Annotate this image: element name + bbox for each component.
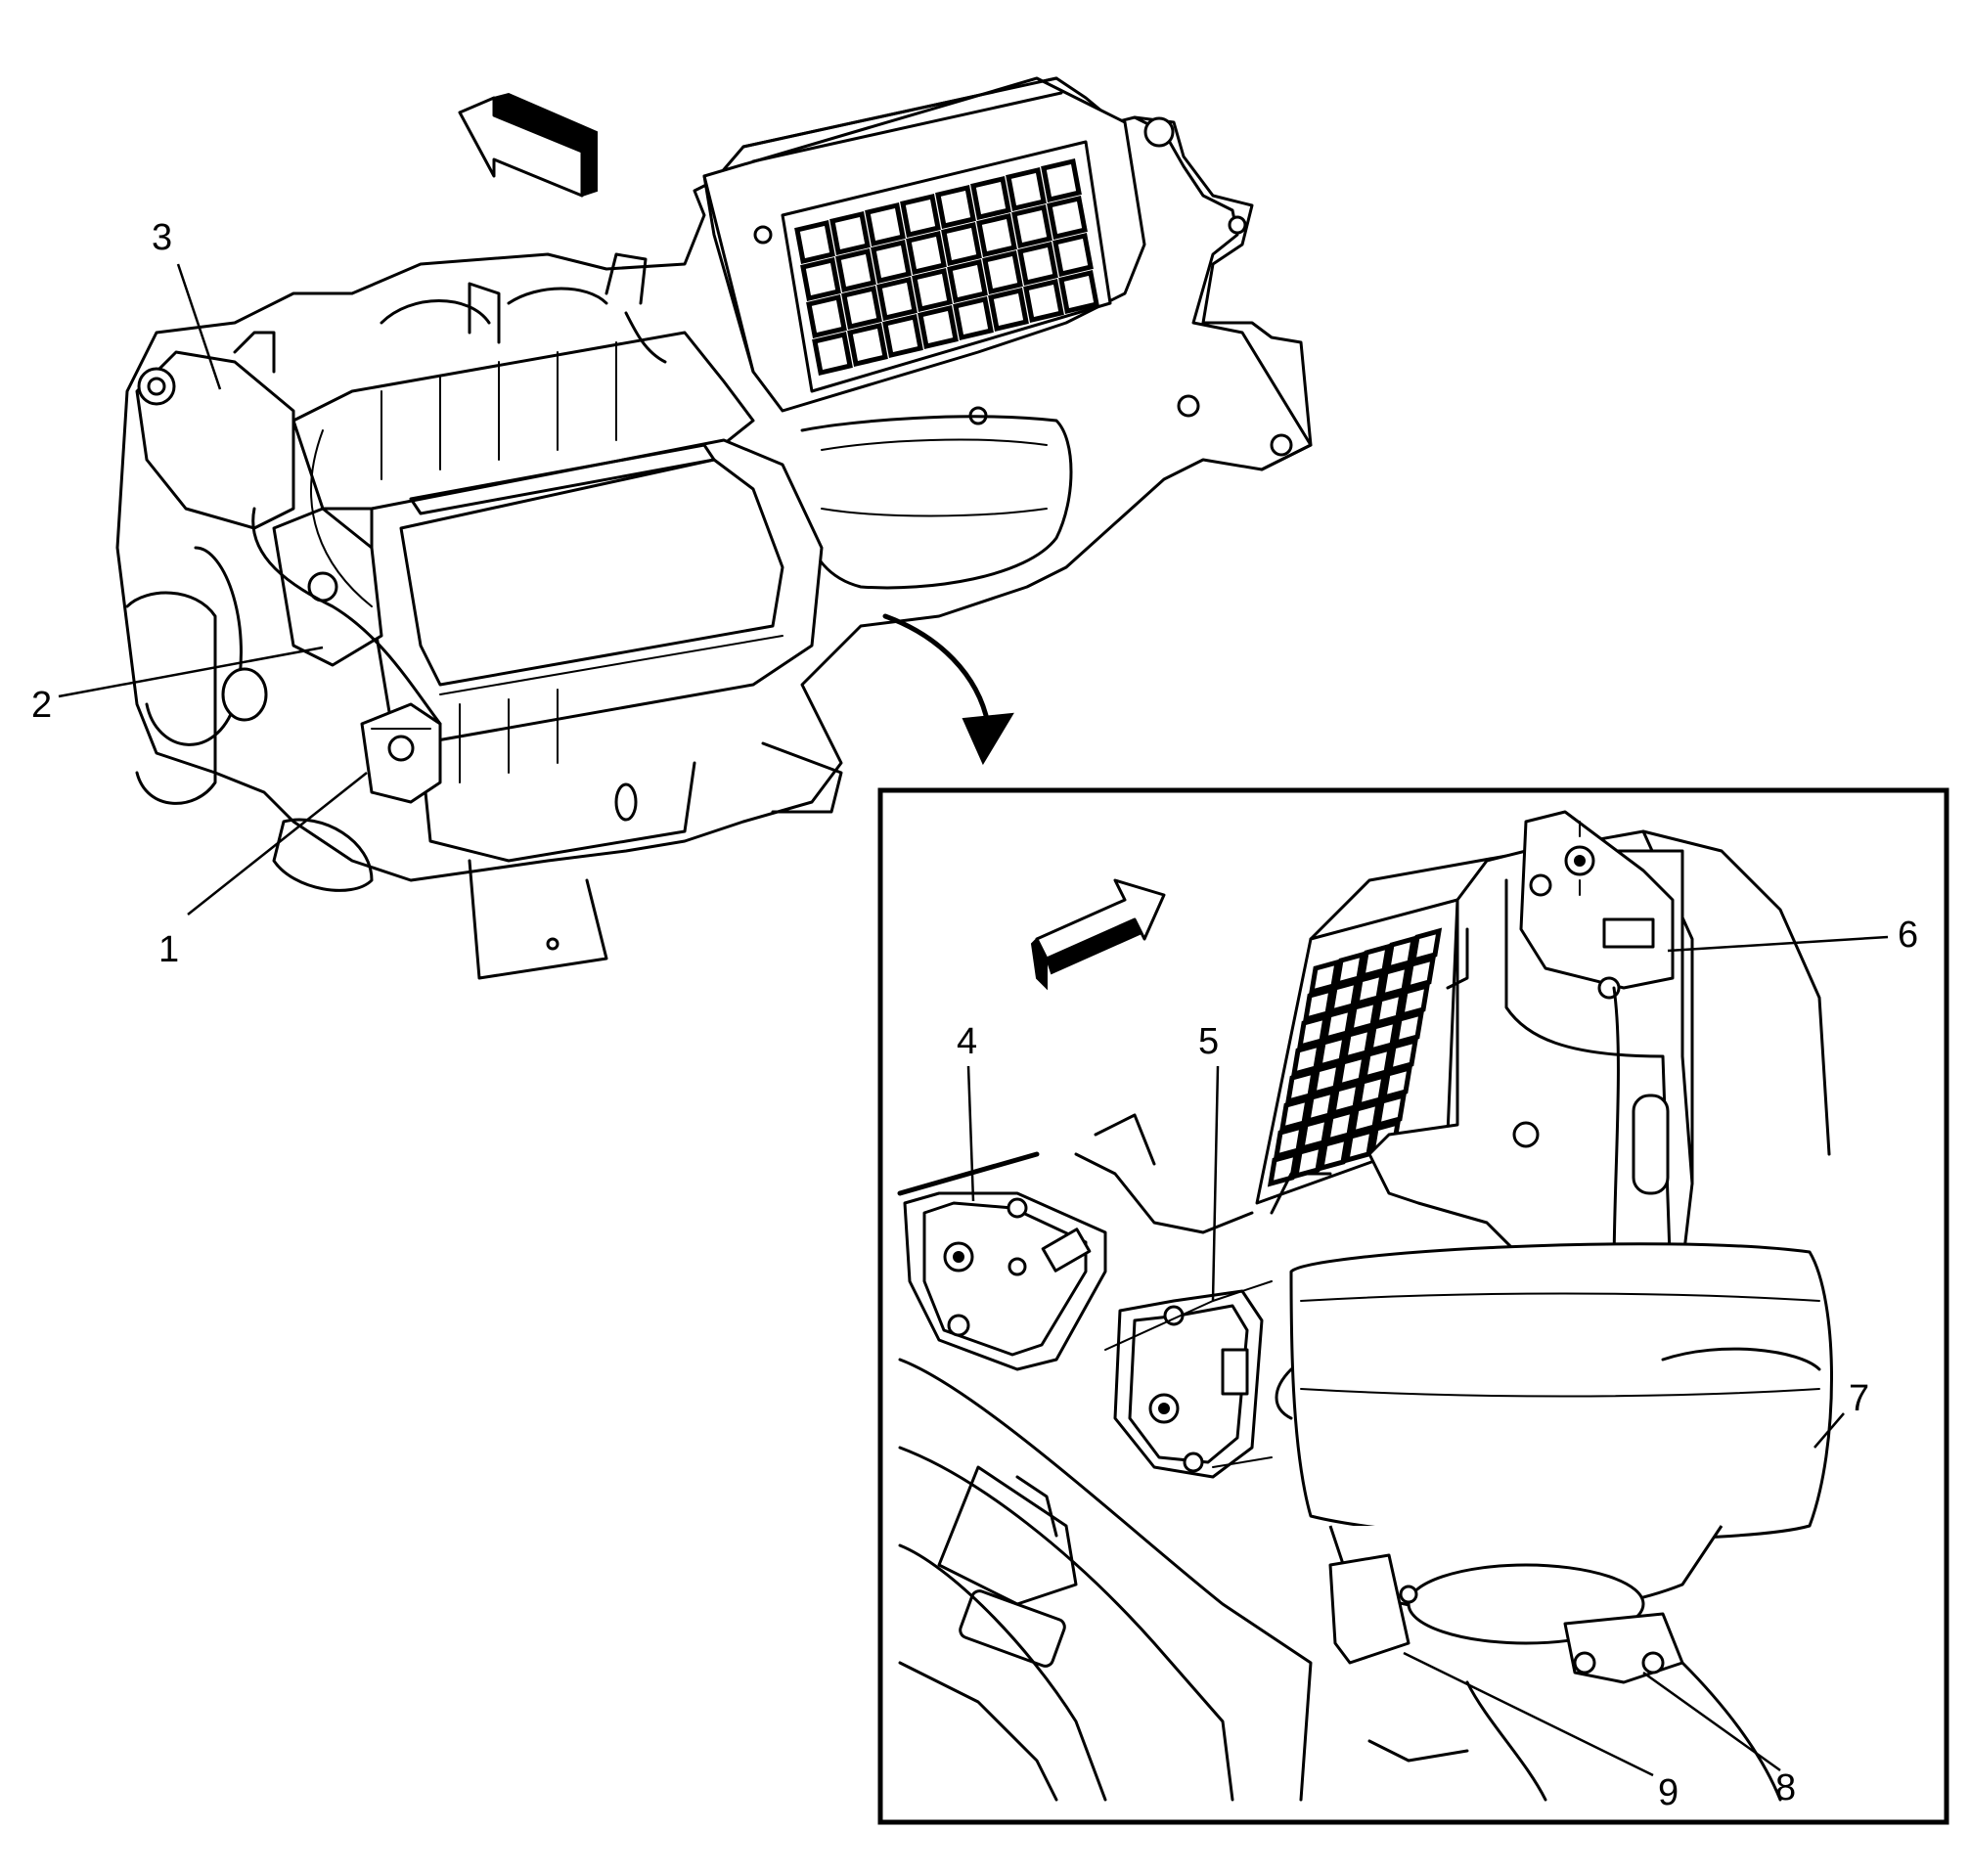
grille-cell bbox=[865, 201, 906, 247]
grille-cell bbox=[912, 267, 953, 313]
grille-cell bbox=[988, 287, 1029, 333]
grille-cell bbox=[953, 295, 994, 341]
actuator-6-part bbox=[1519, 810, 1675, 1352]
grille-cell bbox=[1058, 269, 1099, 315]
callout-7: 7 bbox=[1849, 1378, 1869, 1419]
grille-cell bbox=[906, 230, 947, 276]
grille-cell bbox=[835, 247, 876, 293]
callout-labels: 1 2 3 4 5 6 7 8 9 bbox=[31, 217, 1918, 1813]
callout-curved-arrow bbox=[882, 613, 1014, 766]
grille-cell bbox=[871, 239, 912, 285]
grille-cell bbox=[1052, 232, 1094, 278]
grille-cell bbox=[876, 276, 918, 322]
callout-2: 2 bbox=[31, 685, 52, 726]
grille-cell bbox=[941, 221, 982, 267]
grille-cell bbox=[1267, 1150, 1300, 1187]
front-module-box bbox=[370, 438, 824, 863]
grille-cell bbox=[1404, 955, 1437, 992]
actuator-5-part bbox=[1104, 1280, 1273, 1479]
grille-cell bbox=[947, 258, 988, 304]
callout-leaders bbox=[58, 263, 1889, 1777]
grille-cell bbox=[1006, 166, 1047, 212]
grille-cell bbox=[1374, 1092, 1408, 1129]
grille-cell bbox=[800, 256, 841, 302]
direction-arrow-inset bbox=[1030, 878, 1166, 991]
grille-cell bbox=[1398, 982, 1431, 1019]
grille-cell bbox=[1318, 1135, 1351, 1172]
grille-cell bbox=[1011, 203, 1052, 249]
grille-cell bbox=[1410, 927, 1443, 964]
grille-cell bbox=[841, 285, 882, 331]
actuator-2-part bbox=[251, 507, 442, 726]
actuator-4-part bbox=[897, 1151, 1107, 1371]
grille-cell bbox=[1392, 1009, 1425, 1047]
actuator-1-part bbox=[360, 702, 442, 804]
hvac-module-assembly bbox=[115, 76, 1313, 980]
inset-grille-panel bbox=[1255, 829, 1831, 1205]
grille-cell bbox=[829, 210, 871, 256]
grille-cell bbox=[847, 322, 888, 368]
callout-5: 5 bbox=[1198, 1021, 1219, 1062]
connector-9-body bbox=[1328, 1553, 1410, 1665]
grille-cell bbox=[982, 249, 1023, 295]
grille-cell bbox=[806, 293, 847, 339]
callout-1: 1 bbox=[158, 929, 179, 970]
callout-3: 3 bbox=[152, 217, 172, 258]
blower-motor-underside bbox=[1328, 1525, 1724, 1684]
callout-9: 9 bbox=[1658, 1772, 1679, 1813]
grille-cell bbox=[935, 184, 976, 230]
direction-arrow-upper bbox=[458, 92, 598, 198]
grille-cell bbox=[1017, 241, 1058, 287]
grille-cell bbox=[900, 193, 941, 239]
grille-cell bbox=[882, 313, 923, 359]
grille-cell bbox=[1041, 157, 1082, 203]
upper-intake-grille bbox=[702, 76, 1146, 425]
inset-detail-view bbox=[877, 787, 1949, 1825]
grille-cell bbox=[1386, 1037, 1419, 1074]
grille-cell bbox=[1380, 1064, 1413, 1101]
callout-6: 6 bbox=[1898, 915, 1918, 956]
blower-housing-7 bbox=[1275, 1242, 1833, 1541]
grille-cell bbox=[812, 331, 853, 377]
grille-cell bbox=[918, 304, 959, 350]
grille-cell bbox=[794, 219, 835, 265]
grille-cell bbox=[1023, 278, 1064, 324]
callout-4: 4 bbox=[957, 1021, 977, 1062]
grille-cell bbox=[1292, 1142, 1325, 1180]
grille-cell bbox=[976, 212, 1017, 258]
grille-cell bbox=[1047, 195, 1088, 241]
callout-8: 8 bbox=[1775, 1767, 1796, 1809]
grille-cell bbox=[970, 175, 1011, 221]
